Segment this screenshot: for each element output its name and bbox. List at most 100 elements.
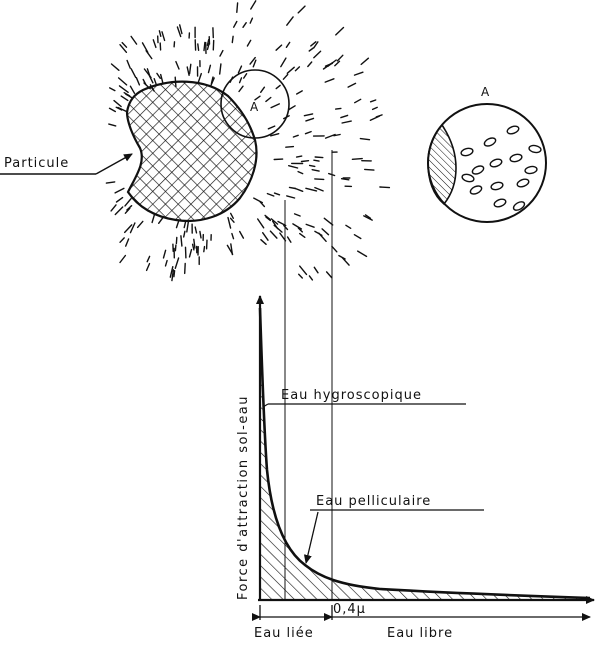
water-film-dash — [122, 43, 126, 48]
water-film-dash — [110, 88, 115, 91]
water-film-dash — [314, 51, 321, 58]
water-film-dash — [354, 235, 360, 239]
water-film-dash — [121, 96, 128, 100]
water-film-dash — [111, 205, 116, 211]
water-film-dash — [336, 28, 344, 35]
particle-arrow — [96, 154, 132, 174]
water-film-dash — [106, 182, 114, 183]
water-film-dash — [276, 45, 282, 50]
water-film-dash — [176, 62, 179, 69]
water-film-dash — [220, 51, 223, 57]
water-film-dash — [184, 221, 186, 228]
water-film-dash — [117, 198, 123, 202]
water-film-dash — [287, 196, 295, 198]
zoom-detail — [428, 104, 546, 222]
water-film-dash — [190, 64, 191, 73]
water-film-dash — [302, 161, 309, 162]
water-film-dash — [162, 32, 165, 41]
water-film-dash — [355, 72, 363, 75]
water-film-dash — [251, 1, 256, 9]
water-film-dash — [293, 135, 298, 137]
water-film-dash — [157, 73, 160, 78]
water-film-dash — [312, 170, 319, 171]
water-film-dash — [361, 58, 368, 64]
water-film-dash — [295, 214, 301, 216]
water-film-dash — [194, 239, 195, 248]
water-film-dash — [180, 25, 182, 34]
water-film-dash — [360, 139, 369, 140]
hygroscopic-label: Eau hygroscopique — [281, 388, 422, 403]
water-film-dash — [325, 79, 334, 82]
water-molecule — [529, 145, 542, 154]
water-film-dash — [209, 65, 211, 72]
zoom-title: A — [481, 85, 490, 99]
water-film-dash — [341, 115, 348, 117]
water-film-dash — [263, 233, 268, 241]
water-film-dash — [288, 237, 291, 242]
water-film-dash — [240, 232, 244, 239]
water-film-dash — [289, 166, 298, 168]
water-film-dash — [298, 172, 303, 174]
water-film-dash — [335, 61, 340, 65]
free-water-label: Eau libre — [387, 626, 453, 641]
water-film-dash — [261, 87, 265, 92]
water-film-dash — [270, 231, 277, 238]
water-film-dash — [261, 240, 266, 245]
attraction-area — [260, 308, 590, 600]
water-film-dash — [314, 267, 318, 273]
water-film-dash — [114, 101, 121, 107]
water-film-dash — [271, 104, 279, 108]
water-film-dash — [322, 229, 328, 235]
water-film-dash — [181, 236, 182, 246]
water-film-dash — [380, 187, 390, 188]
water-film-dash — [220, 64, 221, 74]
water-film-dash — [200, 232, 201, 238]
water-film-dash — [297, 156, 302, 157]
water-film-dash — [232, 36, 233, 42]
attraction-curve — [260, 308, 590, 598]
water-film-dash — [147, 256, 149, 261]
water-film-dash — [315, 157, 323, 158]
water-film-dash — [228, 218, 231, 229]
water-film-dash — [308, 62, 312, 67]
water-film-dash — [125, 199, 131, 206]
water-film-dash — [136, 78, 139, 85]
water-film-dash — [250, 18, 252, 23]
water-film-dash — [348, 83, 355, 87]
water-film-dash — [327, 272, 332, 278]
water-molecule — [525, 166, 538, 175]
water-film-dash — [314, 160, 319, 161]
water-film-dash — [131, 223, 135, 233]
water-film-dash — [309, 48, 313, 51]
water-film-dash — [166, 261, 168, 266]
water-film-dash — [109, 124, 116, 126]
water-molecule — [471, 164, 485, 175]
water-film-dash — [276, 85, 280, 88]
water-film-dash — [299, 274, 303, 278]
water-film-dash — [232, 234, 234, 239]
water-film-dash — [306, 188, 317, 191]
zoom-particle-edge — [428, 125, 456, 204]
water-molecule — [490, 181, 503, 191]
water-film-dash — [131, 36, 137, 44]
water-film-dash — [195, 227, 196, 233]
water-molecule — [506, 125, 520, 135]
water-film-dash — [275, 193, 280, 195]
water-film-dash — [355, 99, 361, 102]
water-film-dash — [300, 266, 307, 274]
water-molecule — [493, 198, 507, 208]
water-film-dash — [161, 75, 163, 83]
water-molecule — [516, 178, 530, 188]
water-film-dash — [120, 256, 125, 263]
water-film-dash — [306, 118, 314, 121]
water-film-dash — [131, 69, 136, 78]
water-molecule — [469, 184, 483, 195]
water-film-dash — [190, 250, 192, 257]
water-film-dash — [306, 132, 312, 134]
water-film-dash — [268, 126, 274, 129]
soil-particle — [127, 82, 257, 221]
pellicular-arrow — [306, 512, 318, 563]
water-film-dash — [238, 66, 241, 73]
water-film-dash — [295, 67, 299, 71]
water-film-dash — [198, 74, 201, 83]
